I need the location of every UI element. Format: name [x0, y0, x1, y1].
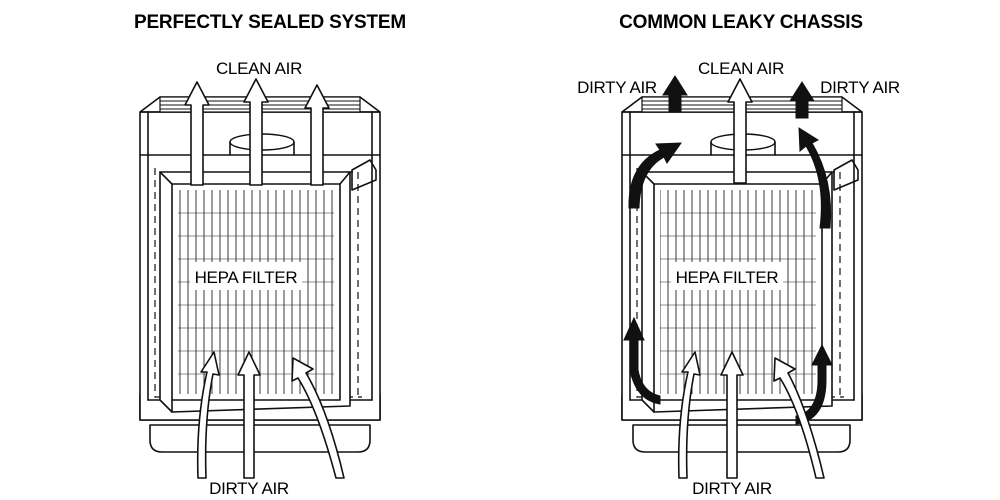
- dirty-air-arrows: [677, 351, 825, 479]
- filter-label-box: [190, 262, 302, 290]
- hepa-filter: HEPA FILTER: [641, 171, 833, 413]
- clean-air-label: CLEAN AIR: [216, 59, 302, 78]
- dirty-air-left-label: DIRTY AIR: [577, 78, 657, 97]
- leaky-chassis-panel: COMMON LEAKY CHASSIS: [577, 12, 900, 498]
- filter-label: HEPA FILTER: [676, 268, 779, 287]
- clean-air-label: CLEAN AIR: [698, 59, 784, 78]
- filter-label-box: [671, 262, 783, 290]
- clean-air-arrows: [184, 78, 330, 186]
- dirty-air-arrows: [196, 351, 345, 479]
- leak-arrows: [623, 75, 833, 425]
- dirty-air-right-label: DIRTY AIR: [820, 78, 900, 97]
- panel-title: PERFECTLY SEALED SYSTEM: [134, 12, 406, 33]
- clean-air-arrows: [727, 78, 753, 184]
- dirty-air-label: DIRTY AIR: [209, 479, 289, 498]
- filter-label: HEPA FILTER: [195, 268, 298, 287]
- hepa-filter: HEPA FILTER: [159, 171, 351, 413]
- sealed-system-panel: PERFECTLY SEALED SYSTEM: [134, 12, 406, 498]
- dirty-air-label: DIRTY AIR: [692, 479, 772, 498]
- panel-title: COMMON LEAKY CHASSIS: [619, 12, 863, 33]
